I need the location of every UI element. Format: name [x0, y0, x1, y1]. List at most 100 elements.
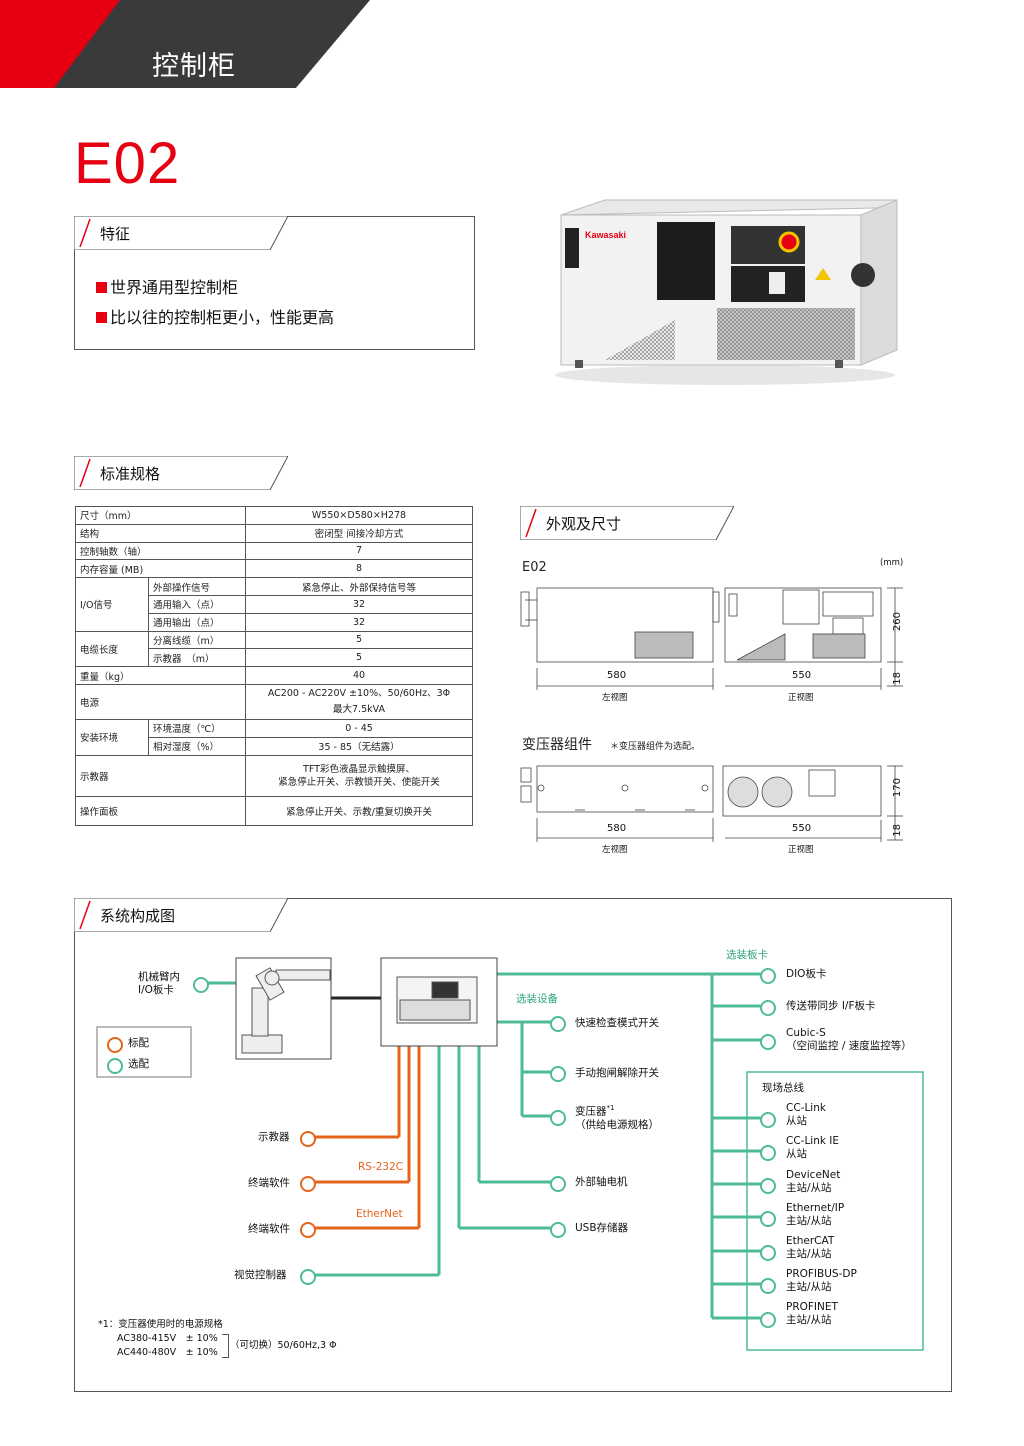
e02-front-width-label: 550	[792, 670, 812, 681]
connector-icon	[550, 1066, 566, 1082]
footnote-right: （可切换）50/60Hz,3 Φ	[230, 1340, 337, 1351]
mid-item-label: 手动抱闸解除开关	[575, 1067, 659, 1079]
spec-value: 密闭型 间接冷却方式	[245, 523, 473, 543]
left-item-label: 视觉控制器	[234, 1269, 287, 1281]
page-title: 控制柜	[152, 51, 236, 82]
spec-sublabel: 外部操作信号	[148, 577, 246, 596]
transformer-front-width-label: 550	[792, 823, 812, 834]
left-item-label: 示教器	[258, 1131, 290, 1143]
spec-value: 5	[245, 648, 473, 668]
spec-sublabel: 通用输出（点）	[148, 612, 246, 632]
board-label: 传送带同步 I/F板卡	[786, 1000, 876, 1012]
opt-device-label: 选装设备	[516, 993, 558, 1005]
legend-opt-label: 选配	[128, 1058, 149, 1070]
board-label: DIO板卡	[786, 968, 827, 980]
connector-icon	[760, 1211, 776, 1227]
spec-value-line: 最大7.5kVA	[333, 703, 385, 715]
spec-value: 8	[245, 559, 473, 579]
connector-icon	[550, 1176, 566, 1192]
spec-label: 尺寸（mm）	[75, 506, 246, 525]
footnote-line: AC380-415V ± 10%	[117, 1333, 218, 1344]
footnote-line: AC440-480V ± 10%	[117, 1347, 218, 1358]
transformer-width-label: 580	[607, 823, 627, 834]
spec-label: I/O信号	[75, 577, 149, 632]
spec-value: TFT彩色液晶显示触摸屏、紧急停止开关、示教锁开关、使能开关	[245, 754, 473, 797]
connector-icon	[760, 1000, 776, 1016]
spec-sublabel: 环境温度（℃）	[148, 718, 246, 738]
e02-height-label: 260	[892, 612, 903, 632]
cubic-label: Cubic-S（空间监控 / 速度监控等）	[786, 1027, 912, 1052]
arm-io-connector-icon	[193, 977, 209, 993]
table-row: I/O信号外部操作信号紧急停止、外部保持信号等	[75, 577, 473, 632]
rs232c-label: RS-232C	[358, 1161, 404, 1173]
spec-sublabel: 通用输入（点）	[148, 594, 246, 614]
table-row: 内存容量 (MB)8	[75, 559, 473, 579]
spec-label: 电源	[75, 683, 246, 720]
unit-label: (mm)	[880, 558, 904, 568]
legend-opt-icon	[107, 1058, 123, 1074]
table-row: 结构密闭型 间接冷却方式	[75, 523, 473, 543]
table-row: 重量（kg）40	[75, 666, 473, 685]
table-row: 操作面板紧急停止开关、示教/重复切换开关	[75, 795, 473, 826]
spec-label: 操作面板	[75, 795, 246, 826]
spec-value: 紧急停止、外部保持信号等	[245, 577, 473, 596]
spec-value: W550×D580×H278	[245, 506, 473, 525]
system-heading: 系统构成图	[100, 907, 176, 925]
spec-value-line: AC200 - AC220V ±10%、50/60Hz、3Φ	[267, 687, 451, 699]
connector-icon	[760, 1145, 776, 1161]
e02-width-label: 580	[607, 670, 627, 681]
usb-label: USB存储器	[575, 1222, 629, 1234]
spec-value-line: TFT彩色液晶显示触摸屏、	[303, 763, 415, 775]
spec-value: 32	[245, 594, 473, 614]
left-item-label: 终端软件	[248, 1223, 290, 1235]
feature-item: 比以往的控制柜更小，性能更高	[96, 304, 334, 328]
connector-icon	[760, 1312, 776, 1328]
features-header: 特征	[74, 216, 288, 250]
system-box	[74, 898, 952, 1392]
spec-value: 7	[245, 541, 473, 561]
brand-logo-text: Kawasaki	[585, 230, 626, 240]
left-item-label: 终端软件	[248, 1177, 290, 1189]
spec-label: 控制轴数（轴）	[75, 541, 246, 561]
connector-icon	[300, 1176, 316, 1192]
connector-icon	[300, 1131, 316, 1147]
footnote-title: *1：变压器使用时的电源规格	[98, 1319, 223, 1330]
spec-label: 结构	[75, 523, 246, 543]
table-row: 示教器 （m）5	[76, 648, 473, 668]
spec-value: 5	[245, 630, 473, 650]
bullet-square-icon	[96, 282, 107, 293]
spec-value-line: 紧急停止开关、示教锁开关、使能开关	[278, 776, 440, 788]
model-name: E02	[74, 131, 181, 196]
connector-icon	[760, 968, 776, 984]
transformer-item-label: 变压器*1（供给电源规格）	[575, 1104, 659, 1131]
e02-drawing-label: E02	[522, 560, 547, 575]
table-row: 尺寸（mm）W550×D580×H278	[75, 506, 473, 525]
footnote-bracket	[222, 1334, 229, 1358]
spec-label: 示教器	[75, 754, 246, 797]
connector-icon	[550, 1110, 566, 1126]
spec-sublabel: 示教器 （m）	[148, 648, 246, 668]
ethernet-label: EtherNet	[356, 1208, 403, 1220]
spec-label: 安装环境	[75, 718, 149, 756]
mid-item-label: 快速检查模式开关	[575, 1017, 659, 1029]
transformer-left-view-label: 左视图	[602, 845, 628, 855]
spec-value: 35 - 85（无结露）	[245, 736, 473, 756]
system-header: 系统构成图	[74, 898, 288, 932]
dimensions-header: 外观及尺寸	[520, 506, 734, 540]
e02-foot-label: 18	[892, 672, 903, 685]
e02-front-view-label: 正视图	[788, 693, 814, 703]
connector-icon	[760, 1245, 776, 1261]
transformer-front-view-label: 正视图	[788, 845, 814, 855]
legend-std-icon	[107, 1037, 123, 1053]
transformer-drawing-label: 变压器组件	[522, 737, 592, 753]
bullet-square-icon	[96, 312, 107, 323]
specs-heading: 标准规格	[100, 465, 161, 483]
specs-header: 标准规格	[74, 456, 288, 490]
